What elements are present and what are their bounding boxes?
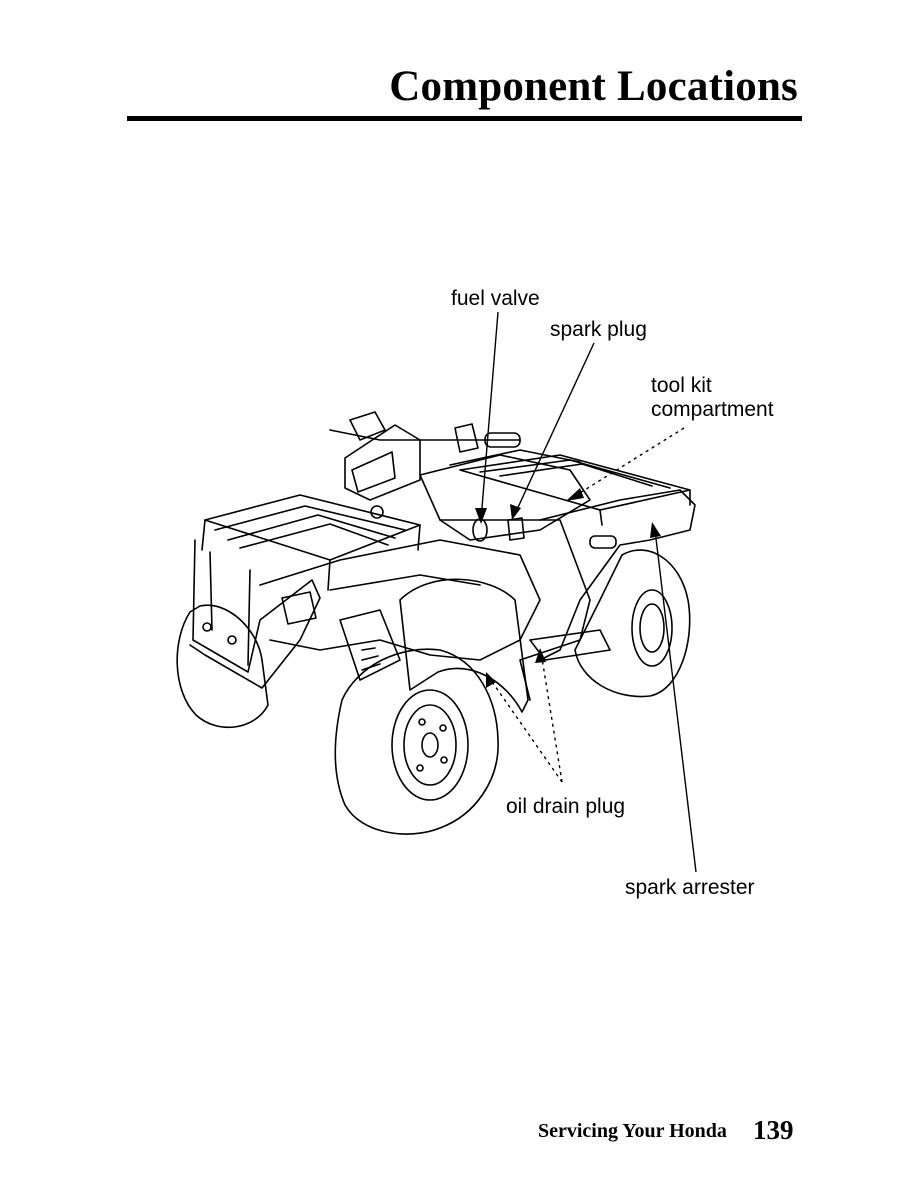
arrowhead	[535, 648, 546, 663]
front-right-rim	[391, 689, 469, 801]
rear-fender	[539, 489, 696, 661]
front-left-tire	[176, 604, 269, 729]
handlebar	[329, 429, 521, 441]
title-rule	[127, 116, 802, 121]
arrowhead	[650, 522, 661, 538]
footer-section-title: Servicing Your Honda	[538, 1120, 727, 1142]
page-number: 139	[753, 1115, 794, 1145]
side-panel	[439, 519, 591, 701]
oil-drain-leader-2	[540, 651, 563, 783]
headlight-pod	[344, 424, 421, 501]
rear-rack	[459, 454, 691, 511]
tool-kit-leader	[574, 427, 685, 497]
spark-plug-label: spark plug	[550, 318, 647, 341]
front-bumper	[189, 539, 321, 689]
page-title: Component Locations	[389, 63, 798, 110]
headlight	[281, 591, 317, 625]
oil-drain-plug-label: oil drain plug	[506, 795, 626, 818]
fuel-valve-label: fuel valve	[451, 287, 540, 310]
front-right-fender	[399, 578, 529, 713]
fuel-valve-knob	[472, 518, 488, 542]
fuel-valve-leader	[480, 311, 499, 521]
arrowhead	[510, 504, 521, 520]
spark-plug-leader	[513, 342, 595, 517]
arrowhead	[475, 508, 487, 524]
tool-kit-label-line2: compartment	[651, 398, 774, 421]
rear-right-rim	[631, 589, 673, 667]
spark-arrester-label: spark arrester	[625, 876, 755, 899]
spark-arrester-leader	[654, 529, 697, 873]
fuel-tank	[419, 454, 591, 541]
arrowhead	[486, 672, 496, 688]
front-right-tire	[334, 648, 499, 835]
arrowhead	[566, 488, 584, 501]
spark-plug-cap	[507, 517, 525, 541]
rear-right-tire	[574, 549, 691, 698]
tool-kit-label-line1: tool kit	[651, 374, 712, 397]
oil-drain-leader-1	[487, 675, 563, 783]
